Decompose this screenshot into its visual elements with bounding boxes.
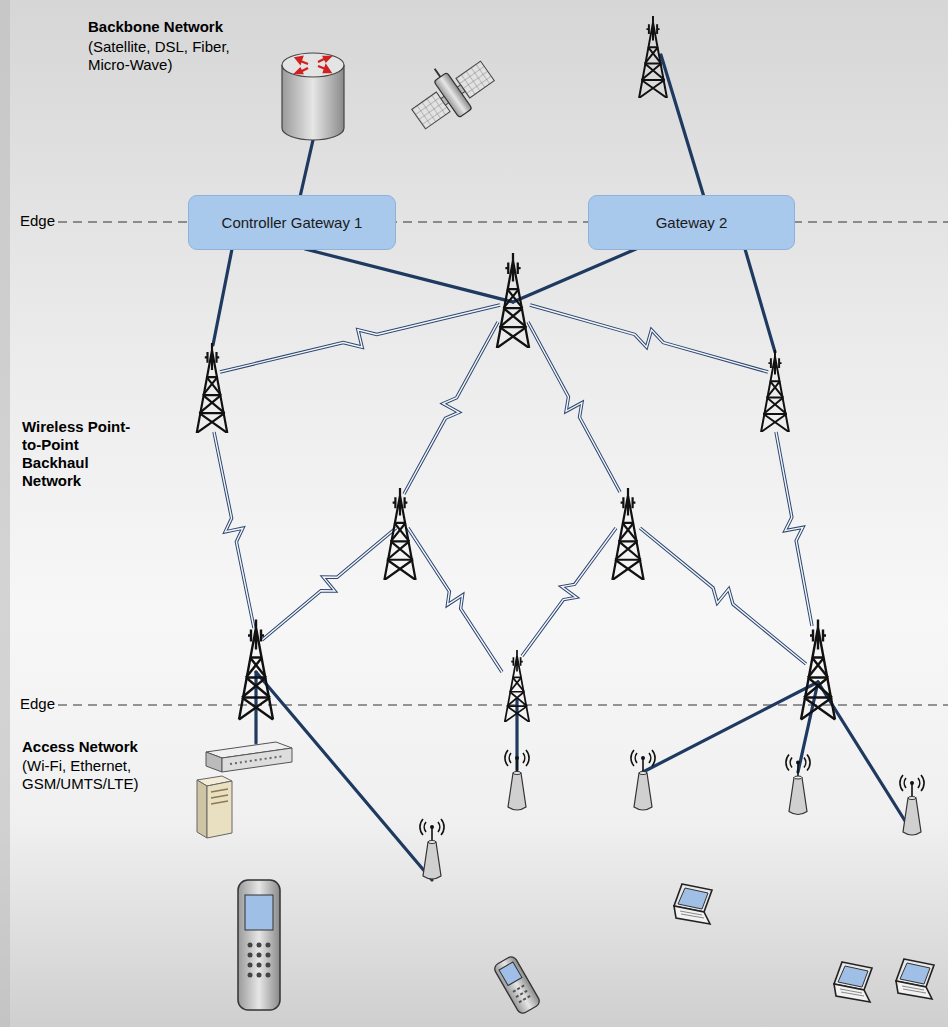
section-heading: Access Network bbox=[22, 738, 192, 756]
wireless-link bbox=[522, 528, 616, 656]
wireless-link bbox=[408, 528, 502, 672]
router-icon bbox=[282, 53, 344, 140]
tower-icon bbox=[197, 16, 835, 722]
phone-icon bbox=[493, 955, 542, 1015]
wired-link bbox=[213, 55, 912, 880]
wireless-link bbox=[262, 528, 396, 640]
gateway-box: Controller Gateway 1 bbox=[188, 195, 396, 250]
wireless-link bbox=[776, 432, 812, 626]
section-heading: Wireless Point-to-Point Backhaul Network bbox=[22, 418, 134, 490]
wireless-link bbox=[640, 528, 806, 664]
gateway-label: Gateway 2 bbox=[656, 214, 728, 232]
wireless-link bbox=[530, 305, 768, 372]
wireless-link bbox=[220, 305, 500, 372]
edge-line bbox=[58, 222, 948, 705]
wireless-link bbox=[262, 528, 396, 640]
wireless-link bbox=[408, 528, 502, 672]
wireless-link bbox=[522, 528, 616, 656]
wireless-link bbox=[530, 305, 768, 372]
wireless-link bbox=[214, 432, 254, 628]
gateway-box: Gateway 2 bbox=[588, 195, 795, 250]
wireless-link bbox=[404, 322, 498, 494]
section-note: (Satellite, DSL, Fiber, Micro-Wave) bbox=[88, 38, 238, 74]
access-point-icon bbox=[420, 750, 924, 879]
wireless-link bbox=[528, 322, 620, 492]
server-icon bbox=[197, 776, 232, 838]
wireless-link bbox=[776, 432, 812, 626]
section-heading: Backbone Network bbox=[88, 18, 288, 36]
wireless-link bbox=[404, 322, 498, 494]
section-note: (Wi-Fi, Ethernet, GSM/UMTS/LTE) bbox=[22, 757, 192, 793]
wireless-link bbox=[528, 322, 620, 492]
switch-icon bbox=[206, 742, 292, 772]
gateway-label: Controller Gateway 1 bbox=[222, 214, 363, 232]
edge-label: Edge bbox=[20, 695, 60, 713]
satellite-icon bbox=[400, 45, 500, 137]
phone-icon bbox=[238, 880, 280, 1010]
wireless-link bbox=[640, 528, 806, 664]
edge-label: Edge bbox=[20, 212, 60, 230]
wireless-link bbox=[220, 305, 500, 372]
laptop-icon bbox=[674, 884, 934, 1002]
wireless-link bbox=[214, 305, 812, 672]
wireless-link bbox=[214, 432, 254, 628]
